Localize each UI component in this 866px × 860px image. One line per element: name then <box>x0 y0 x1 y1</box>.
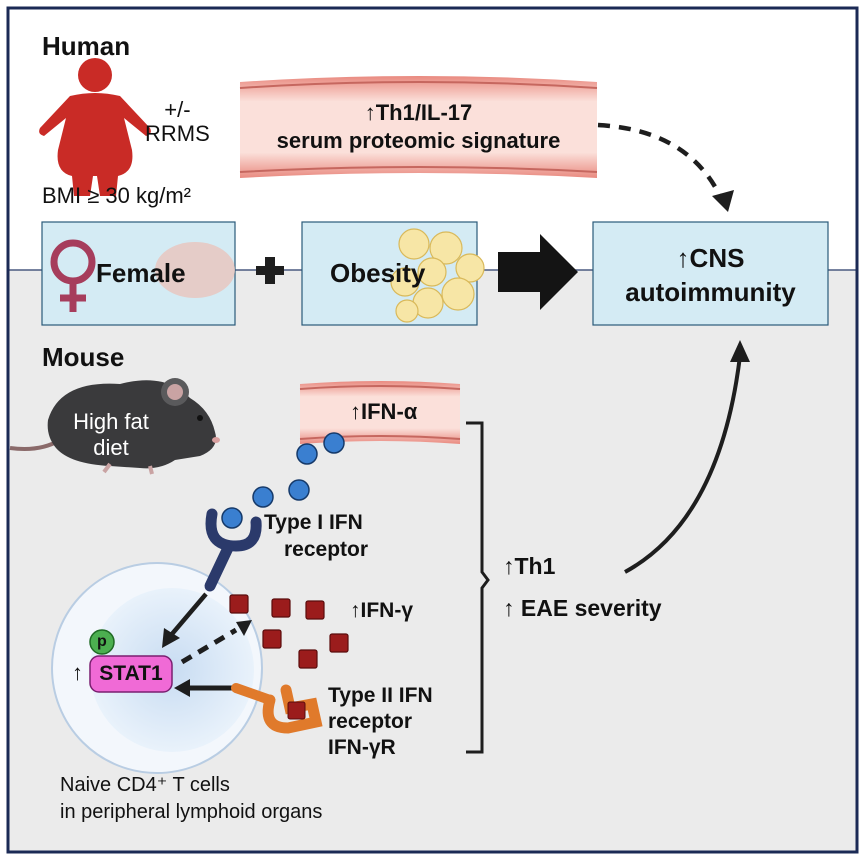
bmi-label: BMI ≥ 30 kg/m² <box>42 183 191 208</box>
ifn-alpha-label: ↑IFN-α <box>350 399 418 424</box>
obesity-label: Obesity <box>330 258 426 288</box>
type1-receptor-line2: receptor <box>284 538 369 561</box>
type1-receptor-line1: Type I IFN <box>264 511 363 534</box>
type2-ifn-receptor-icon <box>231 683 323 734</box>
diet-label-line2: diet <box>93 435 129 460</box>
cns-outcome-box <box>592 221 829 326</box>
receptor-to-stat1-arrow <box>170 592 208 636</box>
mouse-icon <box>9 378 220 475</box>
ifn-alpha-particles <box>221 432 345 529</box>
outcome-line1: ↑CNS <box>676 243 745 273</box>
eae-severity-label: ↑ EAE severity <box>503 595 662 621</box>
phospho-label: p <box>97 633 107 650</box>
type1-ifn-receptor-icon <box>204 508 262 592</box>
female-symbol-icon <box>50 239 96 312</box>
type2-receptor-line1: Type II IFN <box>328 684 433 707</box>
stat1-label: STAT1 <box>99 662 163 685</box>
serum-signature-line2: serum proteomic signature <box>276 128 561 153</box>
diet-label-line1: High fat <box>73 409 149 434</box>
serum-signature-line1: ↑Th1/IL-17 <box>364 100 473 125</box>
th1-label: ↑Th1 <box>503 553 556 579</box>
outer-border <box>6 6 859 854</box>
type2-arrowhead <box>174 679 190 697</box>
dashed-arrow-to-cns <box>597 122 725 201</box>
mouse-section-title: Mouse <box>42 342 125 372</box>
rrms-label: +/- RRMS <box>145 97 210 147</box>
mouse-to-cns-arrowhead <box>730 340 750 362</box>
cell-caption-line2: in peripheral lymphoid organs <box>60 801 323 823</box>
obese-human-icon <box>39 58 151 196</box>
stat1-to-ifng-dashed-arrow <box>180 627 238 665</box>
type2-receptor-line3: IFN-γR <box>328 736 396 759</box>
mouse-blood-vessel <box>299 381 461 444</box>
tissue-icon <box>155 242 235 298</box>
effects-bracket <box>466 421 490 754</box>
phospho-group <box>89 629 115 655</box>
outcome-line2: autoimmunity <box>625 277 796 307</box>
big-arrow-to-cns <box>498 234 578 310</box>
plus-icon <box>256 257 284 284</box>
adipocytes-icon <box>390 228 485 323</box>
ifn-gamma-label: ↑IFN-γ <box>350 599 413 622</box>
receptor-arrowhead <box>162 628 180 648</box>
serum-blood-vessel <box>239 76 598 178</box>
stat1-protein <box>89 655 173 693</box>
dashed-arrowhead <box>712 190 734 212</box>
female-label: Female <box>96 258 186 288</box>
type2-receptor-line2: receptor <box>328 710 413 733</box>
cell-caption-line1: Naive CD4⁺ T cells <box>60 774 230 796</box>
ifn-gamma-particles <box>229 594 349 669</box>
dashed-arrowhead-2 <box>236 620 252 636</box>
stat1-up-arrow: ↑ <box>72 660 83 685</box>
human-section-title: Human <box>42 31 131 61</box>
mouse-to-cns-arrow <box>624 355 742 574</box>
